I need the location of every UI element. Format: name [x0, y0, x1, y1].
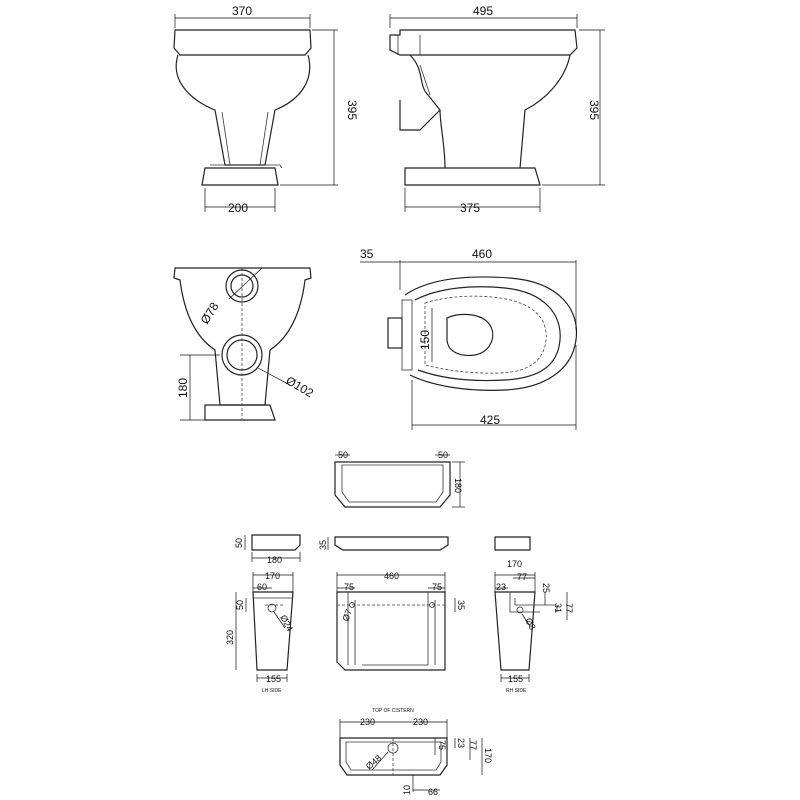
- rh-width-label: 170: [507, 559, 522, 569]
- waste-diameter-label: Ø102: [284, 373, 317, 400]
- lid-right-label: 50: [438, 450, 448, 460]
- cistern-lid-front-view: 35: [318, 536, 449, 551]
- cistern-lid-side-view: 50 180: [234, 534, 301, 565]
- plan-view: 460 35 150 425: [360, 247, 578, 430]
- side-depth-label: 495: [473, 4, 493, 18]
- lh-offset-label: 60: [257, 582, 267, 592]
- cistern-top-view: TOP OF CISTERN 230 230 75 23 77 170 Ø48 …: [339, 708, 493, 797]
- front-elevation-view: 370 395 200 200: [173, 4, 359, 215]
- lh-height-label: 320: [225, 630, 235, 645]
- cistern-rh-side-view: 170 77 23 25 31 77 Ø8 155 RH SIDE: [494, 559, 574, 694]
- lid-side-width-label: 180: [267, 555, 282, 565]
- front-base-text: 200: [228, 201, 248, 215]
- cistern-lid-top-view: 50 50 180: [334, 450, 465, 508]
- top-bottom-left-label: 10: [402, 785, 412, 795]
- top-h1-label: 75: [437, 740, 447, 750]
- side-elevation-view: 495 395 375: [389, 4, 605, 215]
- top-h2-label: 23: [456, 738, 466, 748]
- rh-inner-label: 77: [517, 572, 527, 582]
- front-right-height-label: 35: [456, 600, 466, 610]
- top-left-label: 230: [360, 717, 375, 727]
- side-height-label: 395: [587, 100, 601, 120]
- side-base-label: 375: [460, 201, 480, 215]
- rh-hole-label: Ø8: [523, 616, 537, 631]
- front-width-label-cistern: 460: [384, 571, 399, 581]
- lh-side-caption: LH SIDE: [262, 688, 282, 694]
- lh-top-height-label: 50: [235, 600, 245, 610]
- outlet-diameter-label: Ø78: [198, 300, 222, 327]
- rh-base-label: 155: [508, 674, 523, 684]
- cistern-front-view: 460 75 75 Ø7 35: [336, 571, 466, 671]
- lid-front-height-label: 35: [318, 540, 328, 550]
- plan-length-label: 460: [472, 247, 492, 261]
- front-left-label-cistern: 75: [344, 582, 354, 592]
- plan-base-length-label: 425: [480, 413, 500, 427]
- top-right-label: 230: [413, 717, 428, 727]
- waste-height-label: 180: [176, 378, 190, 398]
- lid-depth-label: 180: [453, 478, 463, 493]
- front-width-label: 370: [232, 4, 252, 18]
- top-h3-label: 77: [468, 740, 478, 750]
- rh-left-label: 23: [496, 582, 506, 592]
- lh-width-label: 170: [265, 571, 280, 581]
- cistern-top-title: TOP OF CISTERN: [372, 708, 414, 714]
- top-bottom-right-label: 66: [428, 787, 438, 797]
- front-hole-label-cistern: Ø7: [340, 608, 354, 623]
- lh-hole-label: Ø24: [278, 613, 295, 633]
- lh-base-label: 155: [266, 674, 281, 684]
- top-hole-label: Ø48: [364, 753, 383, 772]
- plan-seat-width-label: 150: [418, 330, 432, 350]
- cistern-lid-rh-view: [494, 536, 531, 551]
- plan-offset-value: 35: [360, 247, 374, 261]
- lid-side-height-label: 50: [234, 538, 244, 548]
- rh-side-caption: RH SIDE: [506, 688, 527, 694]
- rh-h2-label: 31: [553, 603, 563, 613]
- front-height-label: 395: [345, 100, 359, 120]
- cistern-lh-side-view: 170 60 50 320 Ø24 155 LH SIDE: [225, 571, 295, 694]
- rh-h1-label: 25: [541, 583, 551, 593]
- rear-elevation-view: Ø78 Ø102 180: [173, 267, 317, 421]
- front-right-label-cistern: 75: [432, 582, 442, 592]
- rh-h3-label: 77: [564, 603, 574, 613]
- top-depth-label: 170: [483, 748, 493, 763]
- lid-left-label: 50: [338, 450, 348, 460]
